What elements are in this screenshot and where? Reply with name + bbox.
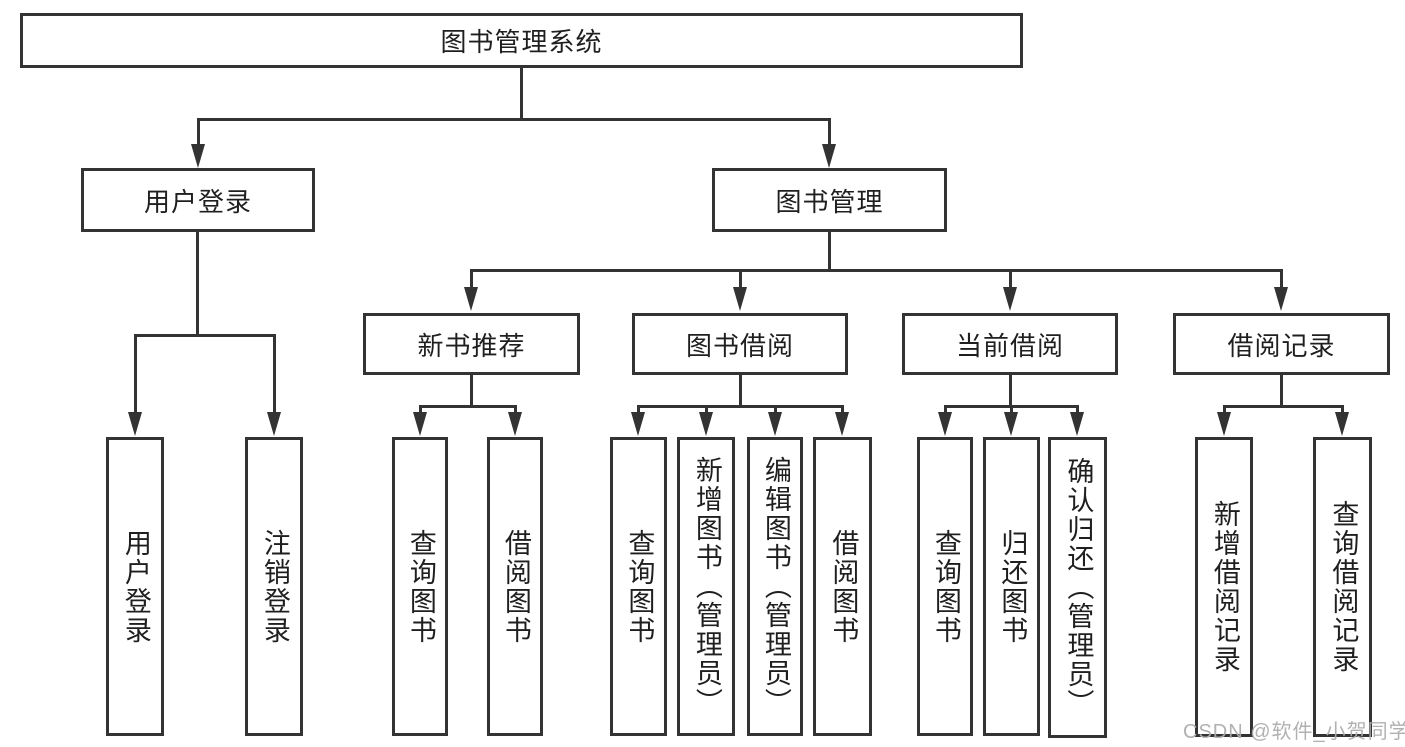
node-root: 图书管理系统 xyxy=(20,13,1023,68)
node-cb-confirm-label: 确认归还（管理员） xyxy=(1063,457,1094,718)
arrowhead-cb-confirm xyxy=(1070,412,1084,436)
arrowhead-user-login xyxy=(191,144,205,168)
node-cb-return-label: 归还图书 xyxy=(997,528,1028,645)
arrowhead-book-mgmt xyxy=(822,144,836,168)
connector-root-branch xyxy=(197,118,831,121)
arrowhead-current-borrow xyxy=(1003,287,1017,311)
node-br-add: 新增借阅记录 xyxy=(1195,437,1253,737)
connector-to-cb-confirm xyxy=(1076,405,1079,413)
node-cb-return: 归还图书 xyxy=(983,437,1040,736)
arrowhead-br-query xyxy=(1335,412,1349,436)
node-br-query-label: 查询借阅记录 xyxy=(1328,500,1359,674)
connector-to-br-add xyxy=(1223,405,1226,413)
node-cb-query: 查询图书 xyxy=(917,437,973,736)
arrowhead-cb-query xyxy=(938,412,952,436)
node-current-borrow: 当前借阅 xyxy=(902,313,1118,375)
connector-to-bb-add xyxy=(705,405,708,413)
node-nbr-borrow-label: 借阅图书 xyxy=(500,528,531,645)
node-current-borrow-label: 当前借阅 xyxy=(955,330,1064,361)
connector-to-nbr-borrow xyxy=(514,405,517,413)
node-leaf-logout-label: 注销登录 xyxy=(259,528,290,645)
connector-user-login-branch xyxy=(134,334,276,337)
node-bb-borrow-label: 借阅图书 xyxy=(828,528,859,645)
node-bb-edit: 编辑图书（管理员） xyxy=(747,437,803,736)
node-bb-add: 新增图书（管理员） xyxy=(677,437,735,736)
connector-to-borrow-records xyxy=(1280,269,1283,289)
connector-current-borrow-stem xyxy=(1009,375,1012,408)
connector-book-borrow-stem xyxy=(739,375,742,408)
arrowhead-cb-return xyxy=(1004,412,1018,436)
node-borrow-records-label: 借阅记录 xyxy=(1227,330,1336,361)
node-br-query: 查询借阅记录 xyxy=(1313,437,1372,737)
connector-to-cb-query xyxy=(944,405,947,413)
node-bb-query-label: 查询图书 xyxy=(624,528,655,645)
node-book-mgmt: 图书管理 xyxy=(712,168,947,232)
connector-book-mgmt-branch xyxy=(470,269,1283,272)
node-user-login: 用户登录 xyxy=(81,168,315,232)
node-new-book-rec: 新书推荐 xyxy=(363,313,580,375)
node-book-mgmt-label: 图书管理 xyxy=(775,186,884,217)
connector-borrow-records-branch xyxy=(1223,405,1343,408)
connector-to-book-mgmt xyxy=(828,118,831,146)
connector-to-bb-query xyxy=(637,405,640,413)
arrowhead-leaf-logout xyxy=(267,412,281,436)
connector-root-stem xyxy=(520,68,523,120)
connector-borrow-records-stem xyxy=(1280,375,1283,408)
node-user-login-label: 用户登录 xyxy=(143,186,252,217)
node-borrow-records: 借阅记录 xyxy=(1173,313,1390,375)
connector-user-login-stem xyxy=(196,232,199,336)
node-leaf-user-login-label: 用户登录 xyxy=(120,528,151,645)
connector-to-leaf-user-login xyxy=(134,334,137,412)
node-nbr-query-label: 查询图书 xyxy=(405,528,436,645)
arrowhead-borrow-records xyxy=(1274,287,1288,311)
arrowhead-bb-add xyxy=(699,412,713,436)
arrowhead-nbr-query xyxy=(413,412,427,436)
node-root-label: 图书管理系统 xyxy=(440,27,603,57)
arrowhead-book-borrow xyxy=(733,287,747,311)
arrowhead-bb-borrow xyxy=(835,412,849,436)
arrowhead-leaf-user-login xyxy=(128,412,142,436)
node-nbr-query: 查询图书 xyxy=(392,437,448,736)
connector-new-book-rec-branch xyxy=(419,405,517,408)
arrowhead-nbr-borrow xyxy=(508,412,522,436)
connector-to-user-login xyxy=(197,118,200,146)
node-new-book-rec-label: 新书推荐 xyxy=(417,330,526,361)
node-cb-query-label: 查询图书 xyxy=(930,528,961,645)
node-cb-confirm: 确认归还（管理员） xyxy=(1048,437,1107,738)
node-bb-edit-label: 编辑图书（管理员） xyxy=(760,456,791,717)
node-book-borrow-label: 图书借阅 xyxy=(685,330,794,361)
connector-to-cb-return xyxy=(1010,405,1013,413)
arrowhead-new-book-rec xyxy=(464,287,478,311)
connector-to-leaf-logout xyxy=(273,334,276,412)
node-bb-add-label: 新增图书（管理员） xyxy=(691,456,722,717)
connector-to-nbr-query xyxy=(419,405,422,413)
connector-book-borrow-branch xyxy=(637,405,844,408)
node-book-borrow: 图书借阅 xyxy=(632,313,848,375)
connector-book-mgmt-stem xyxy=(828,232,831,271)
node-bb-borrow: 借阅图书 xyxy=(813,437,872,736)
arrowhead-bb-edit xyxy=(768,412,782,436)
node-nbr-borrow: 借阅图书 xyxy=(487,437,543,736)
node-leaf-logout: 注销登录 xyxy=(245,437,303,736)
arrowhead-br-add xyxy=(1217,412,1231,436)
arrowhead-bb-query xyxy=(631,412,645,436)
connector-to-bb-borrow xyxy=(841,405,844,413)
node-br-add-label: 新增借阅记录 xyxy=(1209,500,1240,674)
connector-to-new-book-rec xyxy=(470,269,473,289)
connector-new-book-rec-stem xyxy=(470,375,473,408)
connector-to-book-borrow xyxy=(739,269,742,289)
csdn-watermark: CSDN @软件_小贺同学 xyxy=(1183,721,1405,743)
connector-to-bb-edit xyxy=(774,405,777,413)
node-bb-query: 查询图书 xyxy=(610,437,667,736)
node-leaf-user-login: 用户登录 xyxy=(106,437,164,736)
connector-to-br-query xyxy=(1341,405,1344,413)
connector-to-current-borrow xyxy=(1009,269,1012,289)
